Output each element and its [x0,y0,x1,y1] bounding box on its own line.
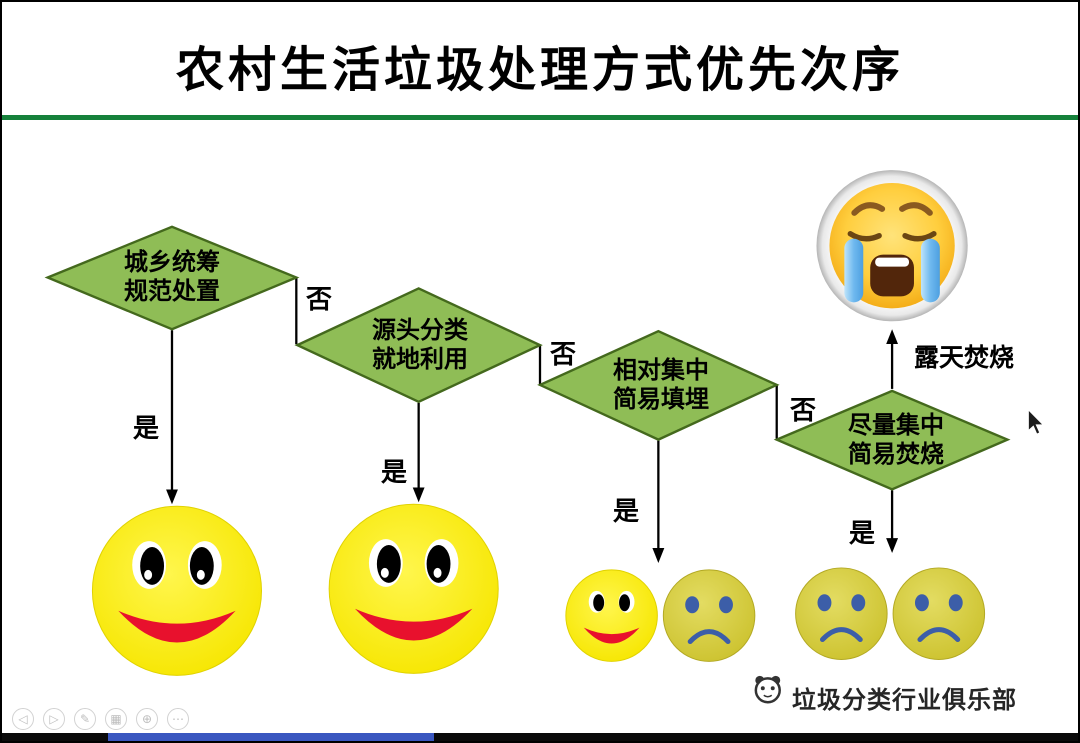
no-label-3: 否 [790,395,817,425]
decision-diamond-2 [294,287,543,404]
decision-diamond-3 [537,329,780,441]
presentation-toolbar: ◁ ▷ ✎ ▦ ⊕ ⋯ [12,708,189,730]
title-divider [2,115,1078,120]
pen-tool-button[interactable]: ✎ [74,708,96,730]
crying-emoji [816,170,968,322]
diamond-label-4: 尽量集中 简易焚烧 [848,412,944,469]
decision-diamond-4 [773,389,1011,491]
diamond-label-3: 相对集中 简易填埋 [613,357,709,414]
watermark-text: 垃圾分类行业俱乐部 [792,687,1017,714]
sad-face-3 [893,568,985,660]
happy-face-large-1 [91,505,263,676]
diamond-label-2: 源头分类 就地利用 [372,317,468,374]
video-progress-bar[interactable] [2,733,1078,741]
progress-fill [108,733,434,741]
zoom-button[interactable]: ⊕ [136,708,158,730]
happy-face-small [565,569,658,662]
flow-connectors [166,277,899,563]
decision-diamonds [44,225,1011,491]
diamond-label-1: 城乡统筹 规范处置 [124,249,220,306]
happy-face-large-2 [328,503,499,674]
no-label-1: 否 [306,284,333,314]
watermark-logo [754,675,781,704]
yes-label-1: 是 [133,413,160,443]
open-burning-label: 露天焚烧 [913,344,1014,372]
yes-label-4: 是 [849,518,876,548]
no-label-2: 否 [550,339,577,369]
sad-face-1 [663,570,755,662]
more-options-button[interactable]: ⋯ [167,708,189,730]
yes-label-3: 是 [613,496,640,526]
mouse-cursor [1027,408,1045,435]
slide-grid-button[interactable]: ▦ [105,708,127,730]
slide-title: 农村生活垃圾处理方式优先次序 [175,44,904,97]
sad-face-2 [796,568,888,660]
next-slide-button[interactable]: ▷ [43,708,65,730]
yes-label-2: 是 [381,457,408,487]
previous-slide-button[interactable]: ◁ [12,708,34,730]
decision-diamond-1 [44,225,300,331]
